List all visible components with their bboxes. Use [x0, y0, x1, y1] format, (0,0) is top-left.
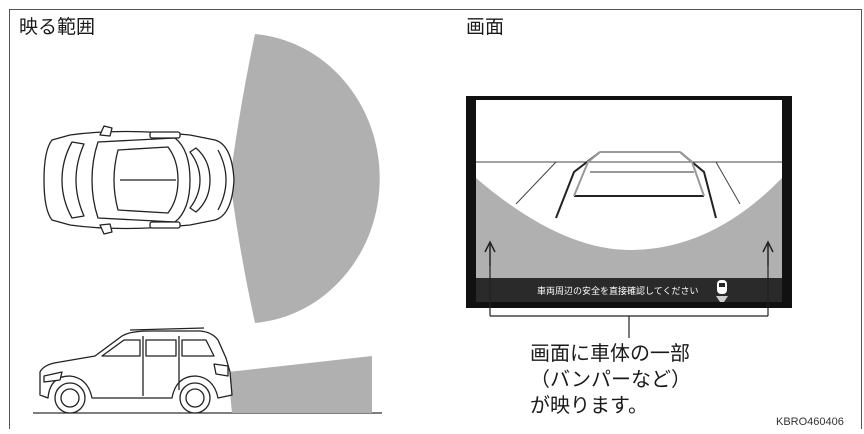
left-section-title: 映る範囲 — [19, 16, 96, 38]
vehicle-status-icon — [716, 280, 728, 302]
callout-text: 画面に車体の一部 （バンパーなど） が映ります。 — [530, 340, 691, 418]
car-top-view-icon — [43, 125, 235, 235]
callout-line-1: 画面に車体の一部 — [530, 341, 690, 365]
parking-guide-lines — [476, 151, 782, 219]
visible-bumper-area — [476, 178, 782, 278]
callout-line-2: （バンパーなど） — [530, 367, 691, 391]
arrow-up-icon — [484, 240, 496, 266]
camera-coverage-side-view — [228, 356, 372, 413]
screen-message-bar — [476, 278, 782, 302]
figure-code: KBRO460406 — [776, 416, 844, 428]
callout-bracket — [489, 266, 769, 338]
car-side-view-icon — [39, 327, 233, 414]
arrow-up-icon — [762, 240, 774, 266]
safety-message: 車両周辺の安全を直接確認してください — [537, 285, 698, 297]
camera-coverage-top-view — [230, 34, 380, 323]
callout-line-3: が映ります。 — [530, 393, 648, 417]
right-section-title: 画面 — [466, 16, 505, 38]
figure-frame — [9, 9, 862, 429]
